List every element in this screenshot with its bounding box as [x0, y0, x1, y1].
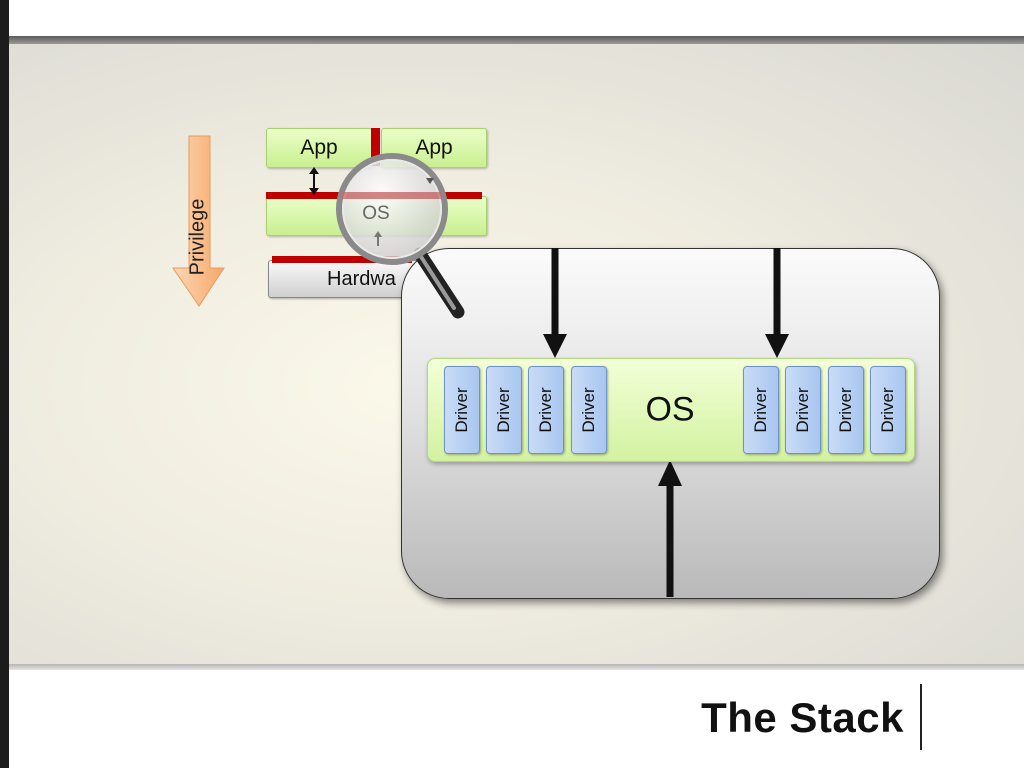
top-band: [9, 0, 1024, 36]
hardware-label: Hardwa: [327, 267, 396, 290]
kernel-hardware-boundary: [272, 256, 412, 263]
driver-2: Driver: [486, 366, 522, 454]
driver-7: Driver: [828, 366, 864, 454]
app-right-label: App: [415, 136, 453, 159]
driver-1: Driver: [444, 366, 480, 454]
bottom-rule: [9, 664, 1024, 670]
top-rule: [9, 36, 1024, 44]
app-isolation-bar: [371, 128, 380, 166]
os-label: OS: [645, 390, 695, 429]
driver-3: Driver: [528, 366, 564, 454]
app-box-right: App: [381, 128, 487, 168]
driver-6: Driver: [785, 366, 821, 454]
app-box-left: App: [266, 128, 372, 168]
driver-5: Driver: [743, 366, 779, 454]
left-edge-bar: [0, 0, 9, 768]
app-left-label: App: [300, 136, 338, 159]
title-separator: [920, 684, 922, 750]
slide-title: The Stack: [701, 694, 904, 741]
driver-8: Driver: [870, 366, 906, 454]
driver-4: Driver: [571, 366, 607, 454]
magnified-os-label: OS: [362, 203, 390, 224]
